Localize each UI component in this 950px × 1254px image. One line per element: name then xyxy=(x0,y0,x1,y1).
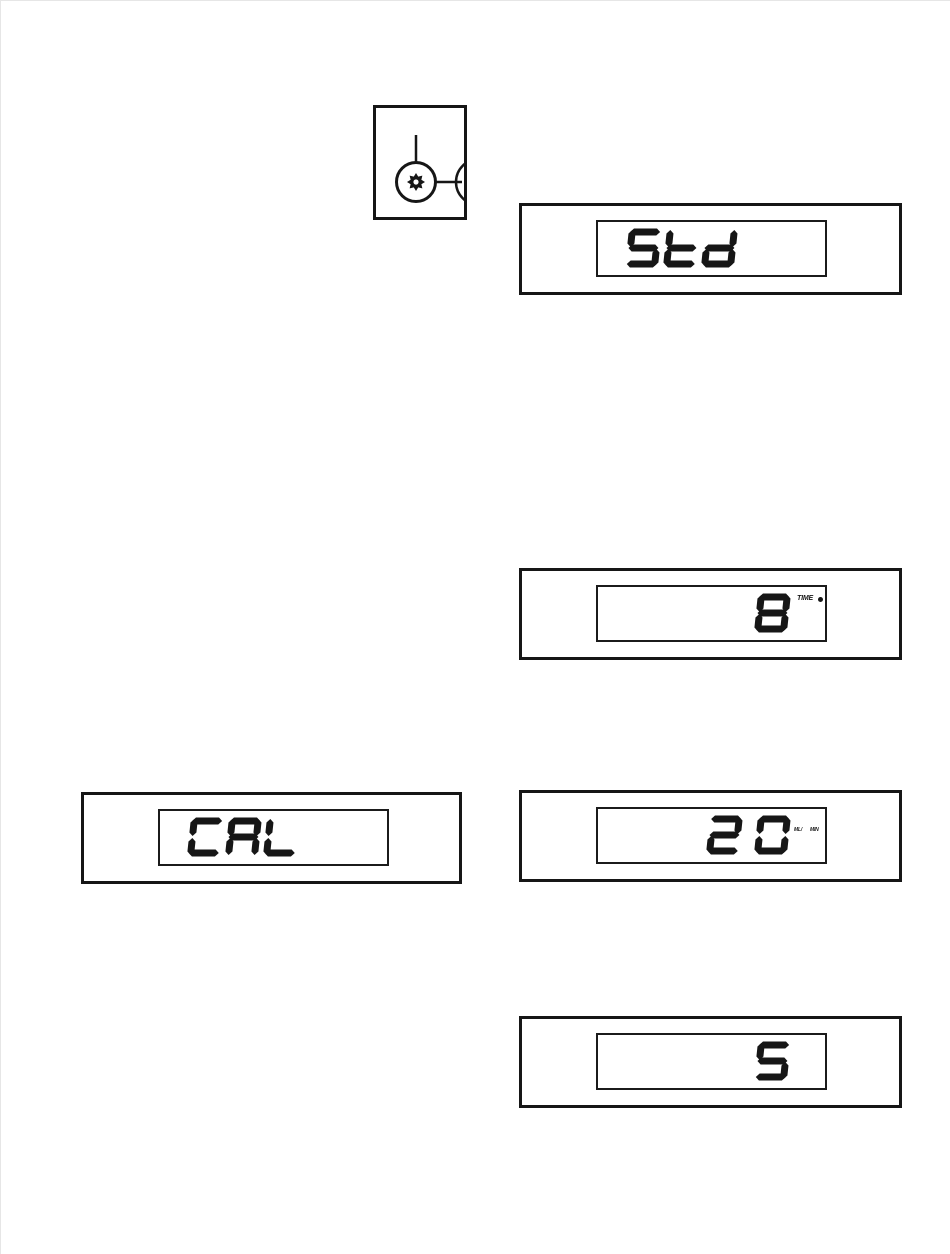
seven-segment-reading xyxy=(706,815,791,855)
gear-knob-figure xyxy=(373,105,467,220)
lcd-display-panel-time: TIME xyxy=(519,568,902,660)
time-indicator-dot xyxy=(818,597,823,602)
lcd-inner-window: TIME xyxy=(596,585,827,642)
gear-knob-icon xyxy=(395,135,464,203)
seven-segment-reading xyxy=(754,593,791,633)
seven-segment-reading xyxy=(755,1041,790,1081)
seven-segment-reading xyxy=(626,228,738,268)
lcd-display-panel-rate: ML/ MIN xyxy=(519,790,902,882)
lcd-inner-window xyxy=(158,809,389,866)
lcd-display-panel-days xyxy=(519,1016,902,1108)
time-annunciator-label: TIME xyxy=(797,595,813,602)
lcd-display-panel-std xyxy=(519,203,902,295)
lcd-inner-window: ML/ MIN xyxy=(596,807,827,864)
unit-label-ml: ML/ xyxy=(794,827,803,833)
unit-label-min: MIN xyxy=(810,827,819,833)
lcd-inner-window xyxy=(596,220,827,277)
seven-segment-reading xyxy=(187,817,295,857)
lcd-display-panel-cal xyxy=(81,792,462,884)
lcd-inner-window xyxy=(596,1033,827,1090)
